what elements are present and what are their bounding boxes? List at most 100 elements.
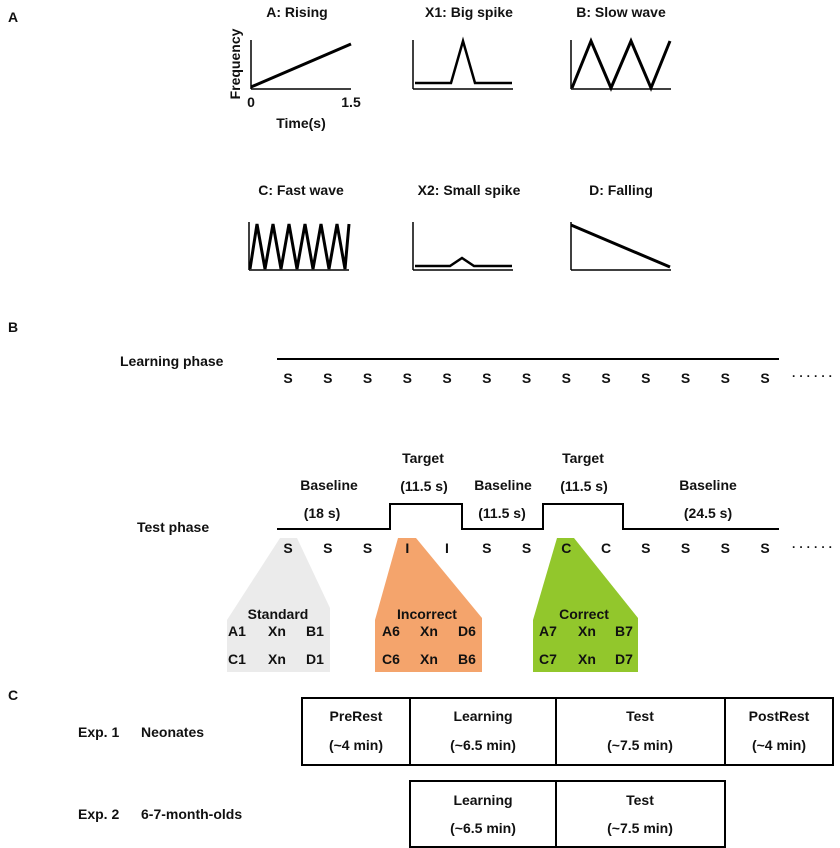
incorrect-item: Xn (420, 651, 438, 667)
standard-item: Xn (268, 623, 286, 639)
standard-box (227, 538, 330, 672)
segment-name: Baseline (474, 477, 532, 493)
incorrect-item: A6 (382, 623, 400, 639)
segment-name: Target (402, 450, 444, 466)
learning-token: S (562, 370, 571, 386)
block-duration: (~7.5 min) (607, 820, 673, 836)
test-token: I (445, 540, 449, 556)
correct-box (533, 538, 638, 672)
test-phase: Test phase Baseline (18 s) Target (11.5 … (137, 450, 833, 672)
block-name: PreRest (330, 708, 383, 724)
block-duration: (~7.5 min) (607, 737, 673, 753)
pattern-fast-wave: C: Fast wave (248, 182, 351, 271)
pattern-title: A: Rising (266, 4, 327, 20)
standard-box-title: Standard (248, 606, 309, 622)
panel-label-c: C (8, 687, 18, 703)
segment-name: Target (562, 450, 604, 466)
test-token: S (323, 540, 332, 556)
test-token: S (641, 540, 650, 556)
block-name: Test (626, 708, 654, 724)
incorrect-item: Xn (420, 623, 438, 639)
correct-item: Xn (578, 651, 596, 667)
exp1-row: Exp. 1 Neonates PreRest (~4 min) Learnin… (78, 697, 834, 766)
pattern-title: C: Fast wave (258, 182, 344, 198)
test-ellipsis: · · · · · · (792, 540, 833, 554)
test-token: S (363, 540, 372, 556)
pattern-title: X1: Big spike (425, 4, 513, 20)
exp2-label: Exp. 2 (78, 806, 119, 822)
block-duration: (~4 min) (329, 737, 383, 753)
exp1-timeline-box (301, 697, 834, 766)
learning-token: S (323, 370, 332, 386)
x-tick-start: 0 (247, 94, 255, 110)
learning-token: S (442, 370, 451, 386)
y-axis-label: Frequency (227, 28, 243, 99)
test-token: I (405, 540, 409, 556)
block-duration: (~4 min) (752, 737, 806, 753)
test-token: S (681, 540, 690, 556)
test-token: S (760, 540, 769, 556)
correct-item: D7 (615, 651, 633, 667)
segment-duration: (11.5 s) (478, 505, 525, 521)
pattern-slow-wave: B: Slow wave (570, 4, 672, 92)
incorrect-item: C6 (382, 651, 400, 667)
pattern-title: X2: Small spike (418, 182, 521, 198)
exp1-label: Exp. 1 (78, 724, 119, 740)
panel-label-a: A (8, 9, 18, 25)
block-name: Learning (453, 708, 512, 724)
test-token: C (561, 540, 571, 556)
pattern-big-spike: X1: Big spike (412, 4, 513, 90)
fast-wave-line (248, 223, 351, 270)
segment-duration: (24.5 s) (684, 505, 732, 521)
incorrect-box (375, 538, 482, 672)
standard-item: Xn (268, 651, 286, 667)
standard-item: A1 (228, 623, 246, 639)
test-timeline (277, 503, 779, 530)
x-tick-end: 1.5 (341, 94, 361, 110)
standard-item: C1 (228, 651, 246, 667)
learning-token: S (403, 370, 412, 386)
learning-token: S (283, 370, 292, 386)
pattern-title: B: Slow wave (576, 4, 666, 20)
segment-name: Baseline (679, 477, 737, 493)
exp1-group: Neonates (141, 724, 204, 740)
pattern-small-spike: X2: Small spike (412, 182, 521, 271)
learning-token: S (721, 370, 730, 386)
pattern-title: D: Falling (589, 182, 653, 198)
test-token: S (522, 540, 531, 556)
exp2-row: Exp. 2 6-7-month-olds Learning (~6.5 min… (78, 780, 726, 848)
x-axis-label: Time(s) (276, 115, 326, 131)
learning-phase-label: Learning phase (120, 353, 224, 369)
test-token: C (601, 540, 611, 556)
learning-token: S (363, 370, 372, 386)
rising-line (250, 42, 352, 89)
incorrect-item: B6 (458, 651, 476, 667)
block-duration: (~6.5 min) (450, 737, 516, 753)
learning-token: S (760, 370, 769, 386)
pattern-falling: D: Falling (570, 182, 671, 271)
learning-token: S (601, 370, 610, 386)
learning-ellipsis: · · · · · · (792, 369, 833, 383)
test-token: S (283, 540, 292, 556)
correct-item: B7 (615, 623, 633, 639)
big-spike-line (415, 36, 512, 85)
correct-item: C7 (539, 651, 557, 667)
exp2-timeline-box (409, 780, 726, 848)
block-name: PostRest (749, 708, 810, 724)
test-token: S (721, 540, 730, 556)
test-phase-label: Test phase (137, 519, 209, 535)
segment-name: Baseline (300, 477, 358, 493)
standard-item: B1 (306, 623, 324, 639)
correct-item: Xn (578, 623, 596, 639)
incorrect-box-title: Incorrect (397, 606, 457, 622)
learning-token: S (482, 370, 491, 386)
learning-token: S (681, 370, 690, 386)
small-spike-line (415, 256, 512, 268)
incorrect-item: D6 (458, 623, 476, 639)
exp2-group: 6-7-month-olds (141, 806, 242, 822)
segment-duration: (11.5 s) (400, 478, 447, 494)
correct-item: A7 (539, 623, 557, 639)
